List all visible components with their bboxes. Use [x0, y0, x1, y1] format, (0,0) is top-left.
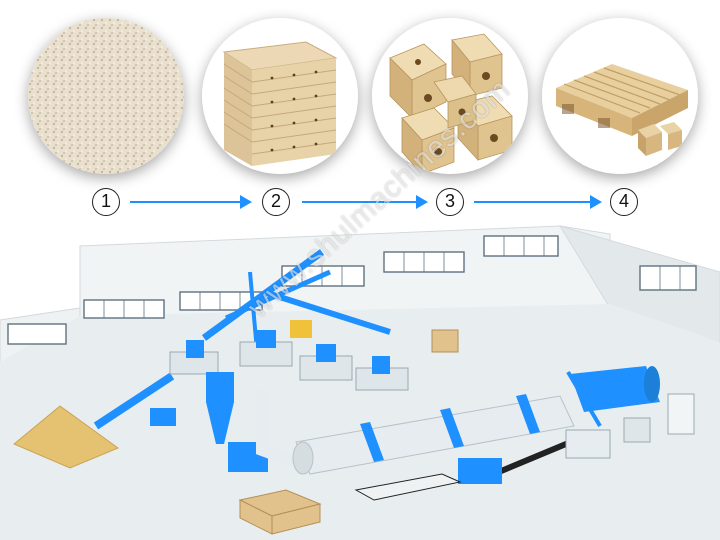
- production-line-illustration: [0, 225, 720, 540]
- pallet-photo: [542, 18, 698, 174]
- sawdust-pile: [13, 405, 120, 469]
- flow-arrow-3-4: [474, 195, 602, 209]
- step-3-label: 3: [436, 188, 464, 216]
- step-1-label: 1: [92, 188, 120, 216]
- wood-crusher: [458, 393, 695, 484]
- pressed-blocks-photo: [202, 18, 358, 174]
- sawdust-photo: [28, 18, 184, 174]
- flow-arrow-1-2: [130, 195, 252, 209]
- air-duct: [256, 390, 303, 470]
- rotary-dryer: [292, 394, 575, 475]
- flow-arrow-2-3: [302, 195, 428, 209]
- step-2-label: 2: [262, 188, 290, 216]
- hot-air-furnace: [566, 366, 660, 428]
- pallet-blocks-photo: [372, 18, 528, 174]
- step-4-label: 4: [610, 188, 638, 216]
- screw-conveyor: [93, 372, 175, 430]
- block-press-machines: [169, 249, 409, 391]
- feeding-table: [354, 473, 462, 501]
- pallet-block-stack: [431, 329, 459, 353]
- finished-block-stack: [238, 489, 322, 535]
- cyclone-separator: [206, 372, 268, 472]
